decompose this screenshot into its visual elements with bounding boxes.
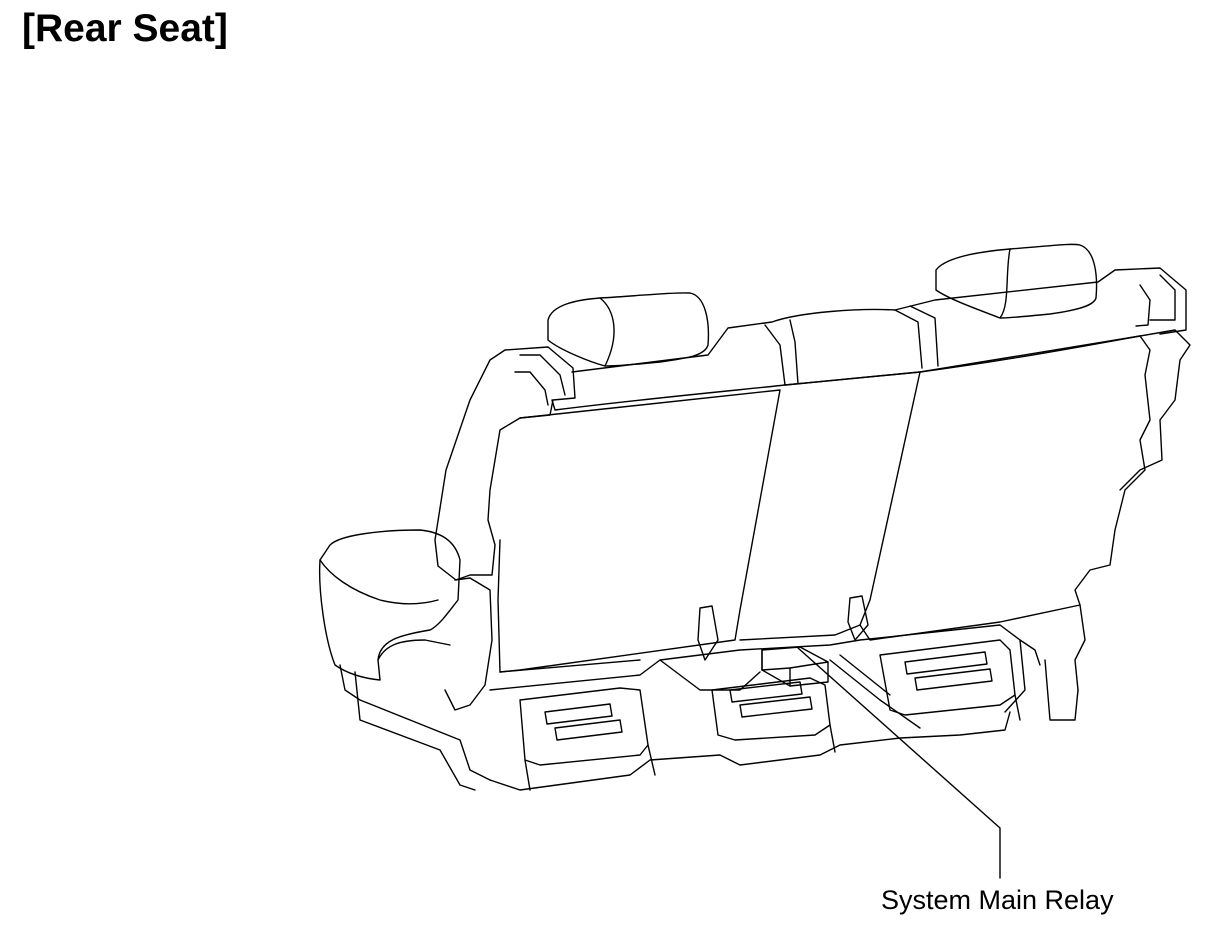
page-title: [Rear Seat] (22, 7, 228, 50)
system-main-relay-label: System Main Relay (881, 885, 1114, 915)
seat-back-outline (434, 243, 1191, 721)
seat-cushion-outline (318, 529, 1041, 791)
callout-leader-line (797, 647, 1001, 879)
